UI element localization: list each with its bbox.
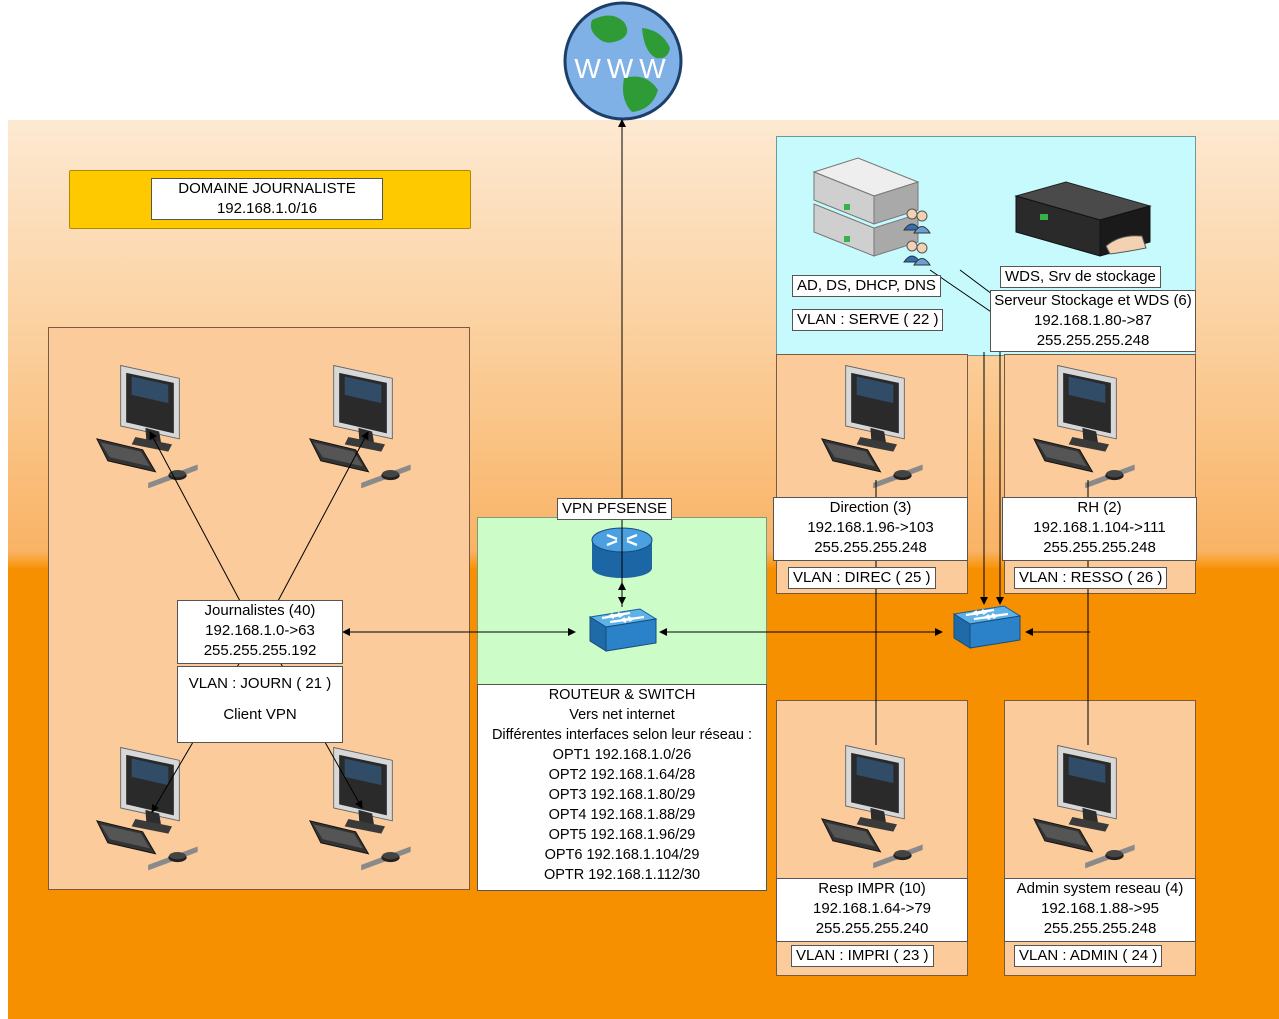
- rh-info-box: RH (2) 192.168.1.104->111 255.255.255.24…: [1002, 497, 1197, 561]
- ad-server-label: AD, DS, DHCP, DNS: [792, 275, 941, 297]
- wds-info-box: Serveur Stockage et WDS (6) 192.168.1.80…: [990, 290, 1196, 352]
- router-info-box: ROUTEUR & SWITCH Vers net internet Diffé…: [477, 684, 767, 891]
- ad-server-icon: [812, 157, 931, 266]
- resso-vlan-label: VLAN : RESSO ( 26 ): [1014, 567, 1168, 589]
- direction-info-box: Direction (3) 192.168.1.96->103 255.255.…: [773, 497, 968, 561]
- serve-vlan-label: VLAN : SERVE ( 22 ): [792, 309, 944, 331]
- internet-globe-icon: WWW: [563, 1, 683, 121]
- wds-storage-server-icon: [1014, 181, 1152, 257]
- direc-vlan-label: VLAN : DIREC ( 25 ): [788, 567, 936, 589]
- admin-vlan-label: VLAN : ADMIN ( 24 ): [1014, 945, 1163, 967]
- journalistes-info-box: Journalistes (40) 192.168.1.0->63 255.25…: [177, 600, 343, 664]
- globe-text: WWW: [574, 53, 671, 84]
- domain-label: DOMAINE JOURNALISTE 192.168.1.0/16: [151, 178, 383, 220]
- pc-link: [149, 431, 241, 602]
- admin-info-box: Admin system reseau (4) 192.168.1.88->95…: [1004, 878, 1196, 942]
- impr-info-box: Resp IMPR (10) 192.168.1.64->79 255.255.…: [776, 878, 968, 942]
- journalistes-vlan-box: VLAN : JOURN ( 21 ) Client VPN: [177, 666, 343, 743]
- vpn-label: VPN PFSENSE: [557, 498, 673, 520]
- wds-server-label: WDS, Srv de stockage: [1000, 266, 1161, 288]
- impri-vlan-label: VLAN : IMPRI ( 23 ): [791, 945, 934, 967]
